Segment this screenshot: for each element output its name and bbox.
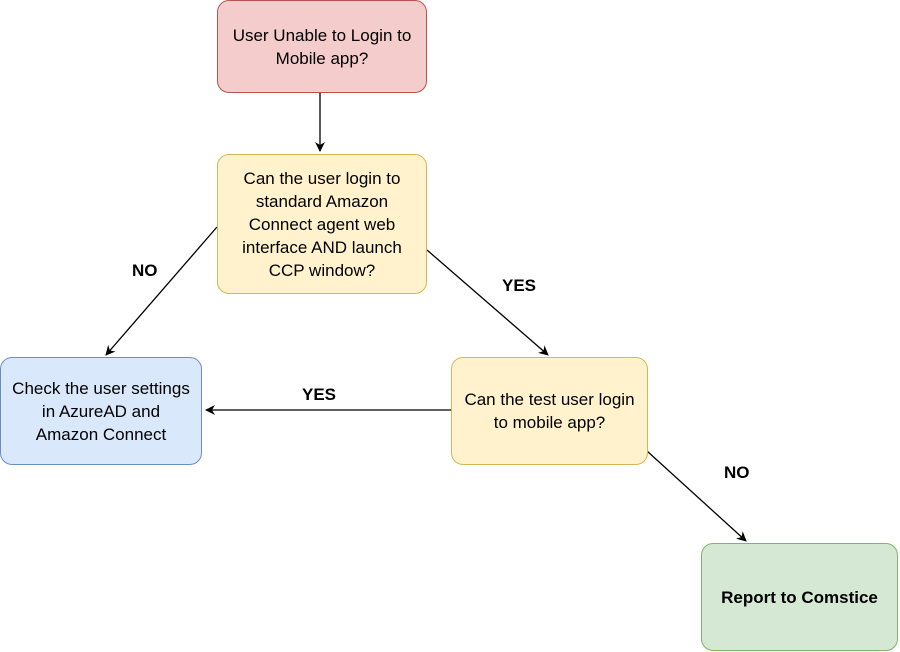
edge-q1-to-q2 bbox=[426, 249, 549, 356]
start-node: User Unable to Login to Mobile app? bbox=[217, 0, 427, 93]
action-node-check-user-settings: Check the user settings in AzureAD and A… bbox=[0, 357, 202, 465]
edge-label-q1-no: NO bbox=[132, 261, 158, 280]
edge-label-q2-no: NO bbox=[724, 463, 750, 482]
decision-node-test-user-login: Can the test user login to mobile app? bbox=[451, 357, 648, 465]
edge-label-q2-yes: YES bbox=[302, 385, 337, 404]
decision-node-agent-web-login: Can the user login to standard Amazon Co… bbox=[217, 154, 427, 294]
edge-label-q1-yes: YES bbox=[502, 276, 537, 295]
edge-q1-to-check bbox=[105, 226, 218, 356]
edge-q2-to-report bbox=[646, 450, 747, 542]
end-node-report-to-comstice: Report to Comstice bbox=[701, 543, 898, 651]
